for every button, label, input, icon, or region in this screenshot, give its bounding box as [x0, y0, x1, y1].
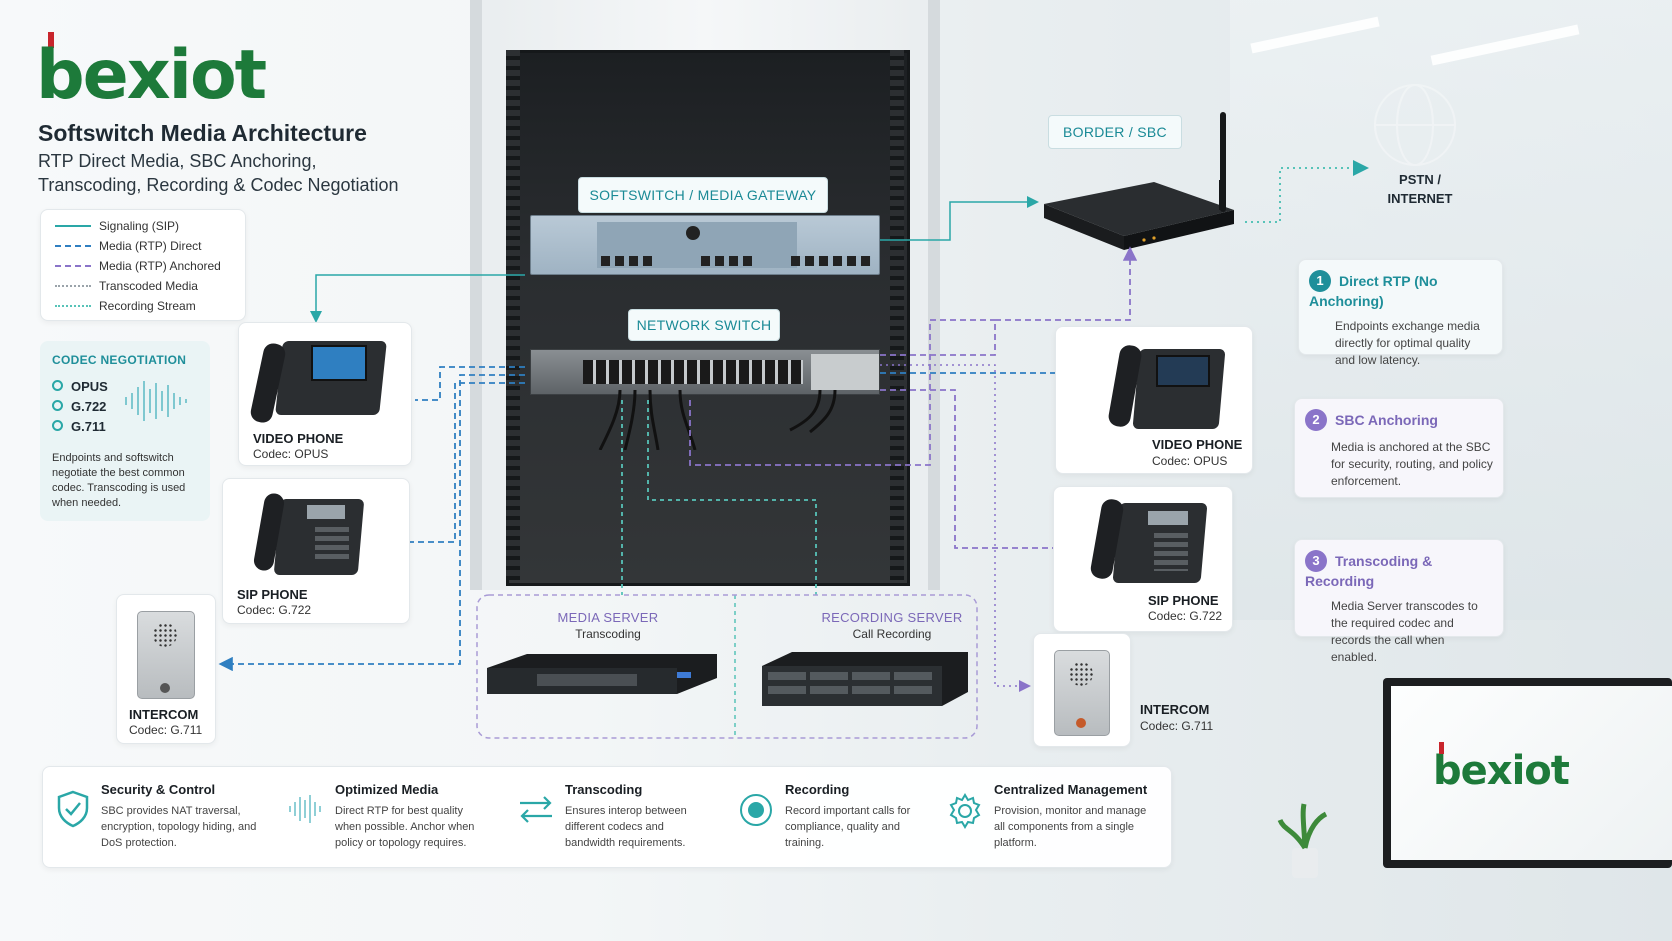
intercom-right[interactable] [1033, 633, 1131, 747]
brand-logo: bexiot [36, 28, 276, 115]
panel-number: 2 [1305, 409, 1327, 431]
recording-server-sub: Call Recording [852, 627, 932, 641]
svg-text:bexiot: bexiot [36, 36, 266, 108]
device-name: VIDEO PHONE [1152, 437, 1243, 452]
feature-title: Transcoding [565, 782, 643, 797]
record-icon [740, 794, 772, 826]
feature-centralized-management: Centralized Management Provision, monito… [946, 782, 1158, 851]
feature-text: SBC provides NAT traversal, encryption, … [101, 805, 257, 849]
softswitch-label: SOFTSWITCH / MEDIA GATEWAY [578, 177, 828, 213]
video-phone-left[interactable]: VIDEO PHONE Codec: OPUS [238, 322, 412, 466]
device-name: VIDEO PHONE [253, 431, 344, 446]
page-title: Softswitch Media Architecture [38, 120, 367, 146]
device-codec: Codec: OPUS [1152, 454, 1228, 468]
legend-item: Recording Stream [55, 296, 231, 316]
feature-recording: Recording Record important calls for com… [738, 782, 918, 851]
video-phone-right[interactable]: VIDEO PHONE Codec: OPUS [1055, 326, 1253, 474]
waveform-icon [125, 381, 187, 421]
panel-number: 3 [1305, 550, 1327, 572]
patch-cables [598, 390, 837, 450]
sip-phone-right[interactable]: SIP PHONE Codec: G.722 [1053, 486, 1233, 632]
desk-plant [1274, 800, 1334, 880]
panel-text: Media Server transcodes to the required … [1331, 599, 1478, 664]
legend-item: Media (RTP) Anchored [55, 256, 231, 276]
device-codec: Codec: G.722 [1148, 609, 1223, 623]
legend-line-dashed-purple [55, 265, 91, 267]
intercom-left[interactable]: INTERCOM Codec: G.711 [116, 594, 216, 744]
recording-server-name: RECORDING SERVER [821, 610, 963, 625]
feature-title: Centralized Management [994, 782, 1148, 797]
device-codec: Codec: OPUS [253, 447, 329, 461]
monitor-logo: bexiot [1433, 748, 1570, 794]
media-server-sub: Transcoding [575, 627, 641, 641]
panel-title: Direct RTP (No Anchoring) [1309, 273, 1438, 309]
waveform-icon [289, 795, 321, 823]
legend-item: Transcoded Media [55, 276, 231, 296]
feature-text: Provision, monitor and manage all compon… [994, 805, 1147, 849]
legend-line-dotted-teal [55, 305, 91, 307]
device-name: INTERCOM [129, 707, 199, 722]
feature-title: Optimized Media [335, 782, 439, 797]
device-codec: Codec: G.722 [237, 603, 312, 617]
device-name: INTERCOM [1140, 702, 1210, 717]
codec-item: G.722 [52, 397, 198, 417]
desk-monitor: bexiot [1383, 678, 1672, 868]
codec-item: OPUS [52, 377, 198, 397]
swap-arrows-icon [520, 796, 552, 823]
legend-item: Media (RTP) Direct [55, 236, 231, 256]
feature-text: Ensures interop between different codecs… [565, 805, 687, 849]
device-name: SIP PHONE [237, 587, 308, 602]
gear-icon [949, 793, 981, 829]
legend-line-dotted-gray [55, 285, 91, 287]
codec-item: G.711 [52, 417, 198, 437]
sbc-antenna [1220, 112, 1226, 212]
panel-text: Media is anchored at the SBC for securit… [1331, 440, 1493, 488]
pstn-label: PSTN / INTERNET [1387, 172, 1453, 206]
feature-optimized-media: Optimized Media Direct RTP for best qual… [288, 782, 488, 851]
recording-server-device[interactable] [762, 650, 968, 708]
device-codec: Codec: G.711 [129, 723, 203, 737]
legend-line-solid [55, 225, 91, 227]
globe-icon [1374, 84, 1456, 166]
border-sbc-label: BORDER / SBC [1048, 115, 1182, 149]
feature-title: Security & Control [101, 782, 216, 797]
legend-line-dashed-blue [55, 245, 91, 247]
codec-title: CODEC NEGOTIATION [52, 353, 187, 367]
feature-transcoding: Transcoding Ensures interop between diff… [518, 782, 708, 851]
panel-title: Transcoding & Recording [1305, 553, 1433, 589]
panel-number: 1 [1309, 270, 1331, 292]
shield-check-icon [57, 790, 89, 828]
page-subtitle-1: RTP Direct Media, SBC Anchoring, [38, 151, 317, 171]
feature-text: Direct RTP for best quality when possibl… [335, 805, 475, 849]
feature-security: Security & Control SBC provides NAT trav… [56, 782, 276, 851]
network-switch-device[interactable] [530, 349, 880, 395]
softswitch-device[interactable] [530, 215, 880, 275]
feature-bar [42, 766, 1172, 868]
feature-title: Recording [785, 782, 850, 797]
info-panel-sbc-anchoring: 2 SBC Anchoring Media is anchored at the … [1294, 398, 1504, 498]
network-switch-label: NETWORK SWITCH [628, 309, 780, 341]
device-name: SIP PHONE [1148, 593, 1219, 608]
codec-note: Endpoints and softswitch negotiate the b… [52, 452, 186, 509]
sip-phone-left[interactable]: SIP PHONE Codec: G.722 [222, 478, 410, 624]
legend: Signaling (SIP) Media (RTP) Direct Media… [40, 209, 246, 321]
codec-panel: CODEC NEGOTIATION OPUS G.722 G.711 Endpo… [40, 341, 210, 521]
media-server-device[interactable] [487, 650, 717, 696]
page-subtitle-2: Transcoding, Recording & Codec Negotiati… [38, 175, 399, 195]
media-server-name: MEDIA SERVER [557, 610, 659, 625]
panel-title: SBC Anchoring [1335, 412, 1438, 428]
device-codec: Codec: G.711 [1140, 719, 1214, 733]
feature-text: Record important calls for compliance, q… [785, 805, 911, 849]
legend-item: Signaling (SIP) [55, 216, 231, 236]
panel-text: Endpoints exchange media directly for op… [1335, 319, 1480, 367]
